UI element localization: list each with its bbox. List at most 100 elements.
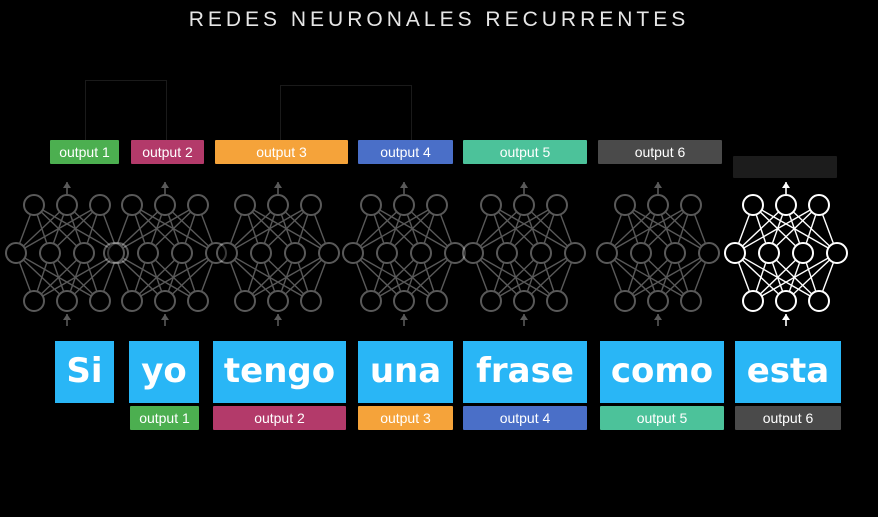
top-output-1: output 1: [50, 140, 119, 164]
net-connection: [752, 252, 838, 302]
word-box-tengo: tengo: [213, 341, 346, 403]
net-node: [480, 290, 502, 312]
net-node: [137, 242, 159, 264]
net-connection: [147, 204, 199, 254]
net-connection: [352, 204, 405, 254]
word-box-como: como: [600, 341, 724, 403]
net-node: [742, 194, 764, 216]
net-connection: [506, 204, 558, 254]
net-connection: [310, 204, 330, 254]
net-connection: [244, 252, 296, 302]
neural-net-icon: [216, 182, 340, 326]
net-connection: [370, 204, 388, 254]
net-connection: [164, 204, 183, 254]
net-connection: [244, 252, 262, 302]
net-node: [171, 242, 193, 264]
net-connection: [83, 252, 101, 302]
net-connection: [752, 252, 804, 302]
bottom-output-5: output 5: [600, 406, 724, 430]
net-connection: [624, 252, 676, 302]
net-connection: [352, 252, 372, 302]
net-connection: [277, 204, 296, 254]
net-arrow-head: [520, 182, 528, 188]
net-connection: [785, 252, 838, 302]
net-connection: [33, 252, 119, 302]
net-connection: [147, 252, 166, 302]
net-node: [89, 290, 111, 312]
net-node: [426, 194, 448, 216]
net-connection: [556, 252, 576, 302]
net-node: [758, 242, 780, 264]
net-connection: [640, 252, 659, 302]
net-connection: [640, 252, 692, 302]
net-node: [216, 242, 238, 264]
net-node: [393, 194, 415, 216]
net-connection: [244, 204, 262, 254]
net-connection: [197, 252, 217, 302]
net-connection: [386, 204, 438, 254]
net-connection: [164, 204, 217, 254]
bottom-output-4: output 4: [463, 406, 587, 430]
net-connection: [49, 204, 68, 254]
net-connection: [131, 252, 149, 302]
net-arrow-head: [654, 182, 662, 188]
net-connection: [294, 252, 312, 302]
net-connection: [370, 252, 388, 302]
neural-net-icon: [462, 182, 586, 326]
net-connection: [370, 204, 456, 254]
net-node: [187, 290, 209, 312]
net-node: [614, 194, 636, 216]
net-connection: [490, 252, 508, 302]
net-connection: [657, 204, 676, 254]
net-connection: [113, 204, 166, 254]
net-node: [267, 290, 289, 312]
net-connection: [277, 204, 330, 254]
net-connection: [33, 204, 85, 254]
net-connection: [352, 204, 438, 254]
net-node: [513, 194, 535, 216]
net-node: [444, 242, 466, 264]
net-connection: [690, 252, 710, 302]
top-output-4: output 4: [358, 140, 453, 164]
net-node: [614, 290, 636, 312]
net-connection: [436, 204, 456, 254]
net-connection: [33, 204, 119, 254]
neural-net-icon: [596, 182, 720, 326]
net-node: [360, 290, 382, 312]
word-box-yo: yo: [129, 341, 199, 403]
net-connection: [506, 252, 525, 302]
net-arrow-head: [782, 182, 790, 188]
net-arrow-head: [161, 314, 169, 320]
net-connection: [113, 204, 133, 254]
net-node: [664, 242, 686, 264]
net-connection: [226, 252, 279, 302]
net-arrow-head: [400, 314, 408, 320]
net-node: [121, 194, 143, 216]
net-connection: [310, 252, 330, 302]
net-arrow-head: [63, 182, 71, 188]
faint-connector: [85, 80, 167, 141]
net-connection: [164, 252, 217, 302]
net-node: [342, 242, 364, 264]
net-connection: [277, 252, 296, 302]
net-connection: [113, 204, 199, 254]
net-node: [300, 194, 322, 216]
net-connection: [181, 204, 199, 254]
net-node: [647, 290, 669, 312]
net-connection: [66, 252, 119, 302]
net-node: [73, 242, 95, 264]
net-connection: [181, 252, 199, 302]
net-connection: [624, 252, 642, 302]
net-node: [480, 194, 502, 216]
net-node: [284, 242, 306, 264]
net-connection: [403, 252, 422, 302]
net-connection: [370, 252, 422, 302]
net-connection: [147, 204, 166, 254]
net-node: [698, 242, 720, 264]
word-box-si: Si: [55, 341, 114, 403]
net-connection: [147, 252, 199, 302]
net-connection: [15, 252, 68, 302]
net-node: [154, 290, 176, 312]
net-connection: [523, 204, 542, 254]
